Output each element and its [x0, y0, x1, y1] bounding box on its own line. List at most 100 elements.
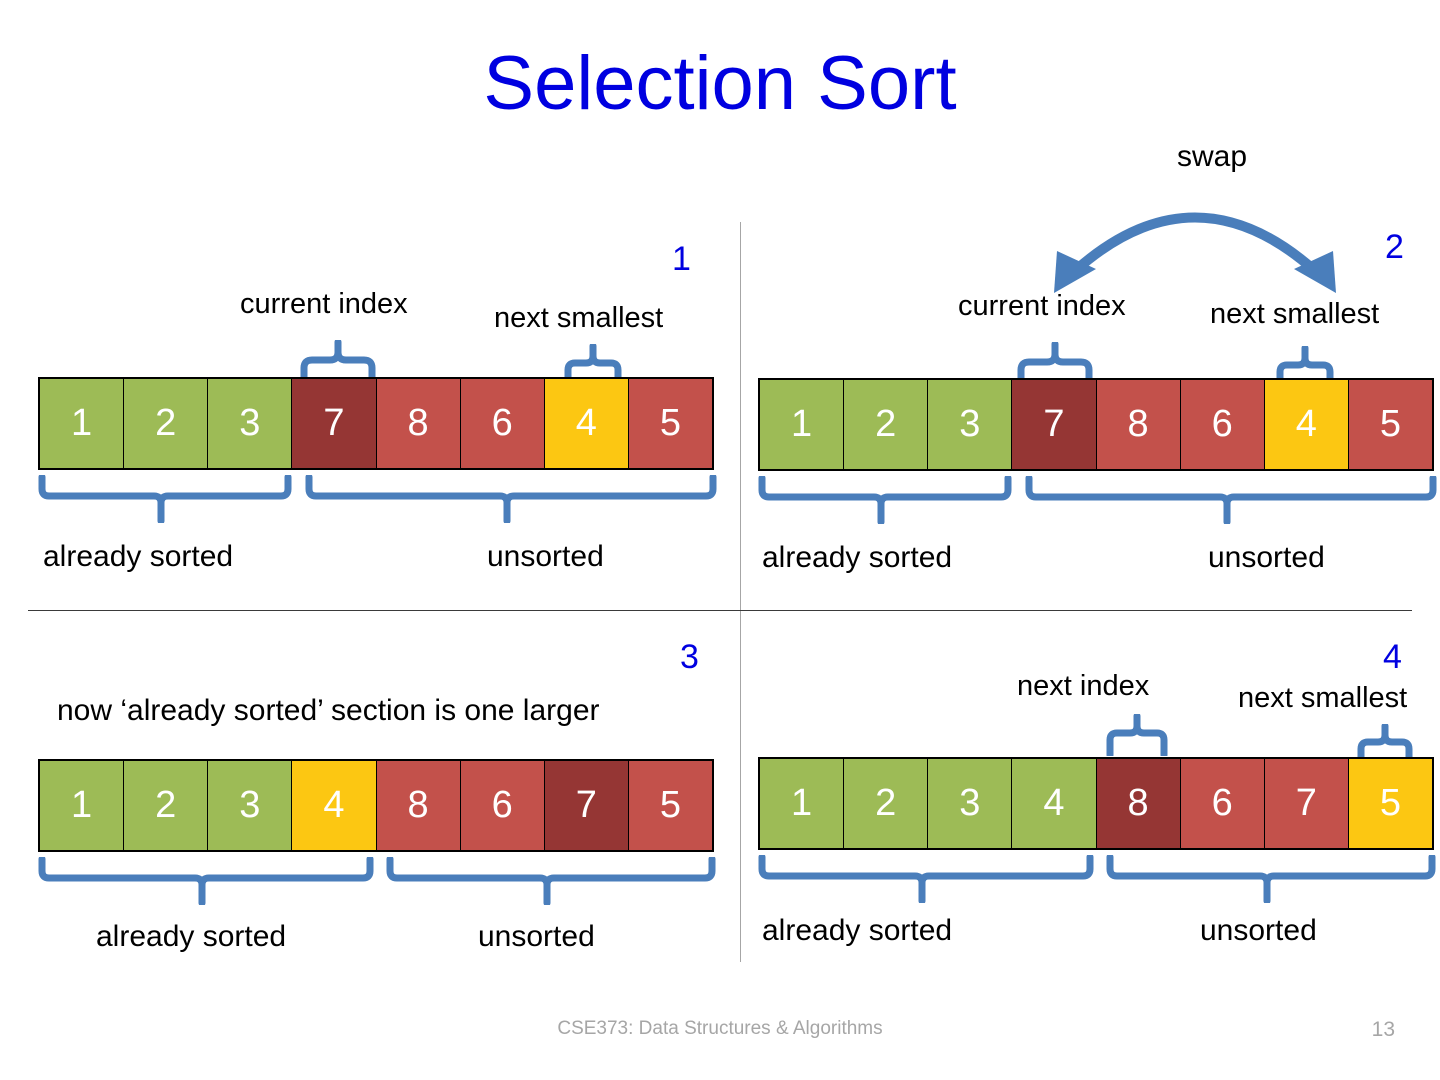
- array-cell: 2: [844, 759, 929, 848]
- label-already-sorted: already sorted: [43, 540, 234, 573]
- panel-number-4: 4: [1383, 638, 1402, 676]
- array-cell-value: 1: [70, 402, 93, 444]
- array-cell-value: 5: [659, 784, 681, 826]
- array-cell-value: 2: [155, 402, 177, 444]
- array-cell-value: 2: [155, 784, 177, 826]
- array-cell: 1: [40, 379, 125, 468]
- array-cell: 8: [1096, 380, 1181, 469]
- array-cell-value: 8: [1127, 782, 1149, 824]
- array-cell: 5: [628, 761, 712, 850]
- array-cell-value: 2: [875, 782, 897, 824]
- array-cell: 7: [1012, 380, 1097, 469]
- label-current-index: current index: [240, 288, 408, 320]
- array-cell: 2: [124, 379, 209, 468]
- array-cell: 8: [1096, 759, 1181, 848]
- panel-number-1: 1: [672, 240, 691, 278]
- array-cell: 3: [928, 380, 1013, 469]
- brace-unsorted-icon: [1025, 476, 1437, 524]
- label-sorted-section-note: now ‘already sorted’ section is one larg…: [57, 694, 600, 727]
- brace-unsorted-icon: [305, 475, 717, 523]
- brace-current-index-icon: [300, 340, 376, 385]
- array-cell: 6: [1180, 380, 1265, 469]
- array-cell: 2: [124, 761, 209, 850]
- brace-already-sorted-icon: [38, 857, 374, 905]
- array-cell-value: 3: [239, 784, 261, 826]
- array-cell: 1: [40, 761, 125, 850]
- brace-next-smallest-icon: [564, 344, 622, 386]
- array-cell: 8: [376, 379, 461, 468]
- array-cell: 1: [760, 759, 845, 848]
- brace-next-smallest-icon: [1276, 346, 1334, 388]
- array-cell-value: 1: [70, 784, 93, 826]
- array-cell: 4: [1012, 759, 1097, 848]
- array-cell: 6: [460, 379, 545, 468]
- array-cell-value: 4: [323, 784, 345, 826]
- panel-number-2: 2: [1385, 228, 1404, 266]
- array-cell-value: 3: [959, 782, 981, 824]
- array-cell: 5: [1348, 759, 1432, 848]
- label-next-index: next index: [1017, 670, 1150, 702]
- array-cell-value: 4: [1043, 782, 1065, 824]
- array-cell: 8: [376, 761, 461, 850]
- array-cell-value: 5: [1379, 403, 1401, 445]
- array-cell: 6: [1180, 759, 1265, 848]
- array-cell-value: 5: [659, 402, 681, 444]
- label-unsorted: unsorted: [1208, 541, 1325, 574]
- array-cell: 1: [760, 380, 845, 469]
- array-cell-value: 8: [407, 784, 429, 826]
- brace-already-sorted-icon: [758, 855, 1094, 903]
- array-cell-value: 7: [575, 784, 597, 826]
- brace-unsorted-icon: [386, 857, 716, 905]
- footer-page-number: 13: [1371, 1018, 1395, 1041]
- array-cell: 4: [292, 761, 377, 850]
- array-cell-value: 2: [875, 403, 897, 445]
- array-cell: 3: [208, 761, 293, 850]
- array-cell: 4: [1264, 380, 1349, 469]
- brace-unsorted-icon: [1106, 855, 1436, 903]
- array-cell-value: 6: [491, 784, 513, 826]
- array-cell-value: 7: [1295, 782, 1317, 824]
- array-row-step-3: 1 2 3 4 8 6 7 5: [38, 759, 714, 852]
- array-cell: 7: [292, 379, 377, 468]
- array-cell-value: 6: [1211, 403, 1233, 445]
- brace-next-index-icon: [1106, 714, 1168, 756]
- label-swap: swap: [1177, 140, 1248, 173]
- array-cell-value: 1: [790, 782, 813, 824]
- array-row-step-4: 1 2 3 4 8 6 7 5: [758, 757, 1434, 850]
- vertical-divider: [740, 222, 741, 962]
- label-next-smallest: next smallest: [1238, 682, 1408, 714]
- panel-step-4: 4 next index next smallest 1 2 3 4 8 6 7 5 alre…: [740, 614, 1440, 964]
- array-cell-value: 8: [407, 402, 429, 444]
- brace-current-index-icon: [1017, 342, 1093, 387]
- array-cell-value: 4: [575, 402, 597, 444]
- array-cell-value: 5: [1379, 782, 1401, 824]
- array-cell: 7: [544, 761, 629, 850]
- array-cell: 2: [844, 380, 929, 469]
- array-cell: 3: [208, 379, 293, 468]
- page-title: Selection Sort: [483, 41, 957, 126]
- label-already-sorted: already sorted: [762, 914, 953, 947]
- array-cell-value: 8: [1127, 403, 1149, 445]
- label-already-sorted: already sorted: [96, 920, 287, 953]
- label-already-sorted: already sorted: [762, 541, 953, 574]
- array-cell-value: 1: [790, 403, 813, 445]
- array-cell-value: 6: [1211, 782, 1233, 824]
- swap-double-arrow-icon: [1054, 212, 1336, 293]
- array-cell-value: 7: [1043, 403, 1065, 445]
- label-current-index: current index: [958, 290, 1126, 322]
- array-cell: 7: [1264, 759, 1349, 848]
- array-cell-value: 7: [323, 402, 345, 444]
- footer-course-label: CSE373: Data Structures & Algorithms: [557, 1018, 883, 1039]
- array-cell-value: 6: [491, 402, 513, 444]
- panel-number-3: 3: [680, 638, 699, 676]
- array-cell: 4: [544, 379, 629, 468]
- label-unsorted: unsorted: [487, 540, 604, 573]
- label-unsorted: unsorted: [478, 920, 595, 953]
- label-next-smallest: next smallest: [1210, 298, 1380, 330]
- array-cell: 6: [460, 761, 545, 850]
- array-cell: 3: [928, 759, 1013, 848]
